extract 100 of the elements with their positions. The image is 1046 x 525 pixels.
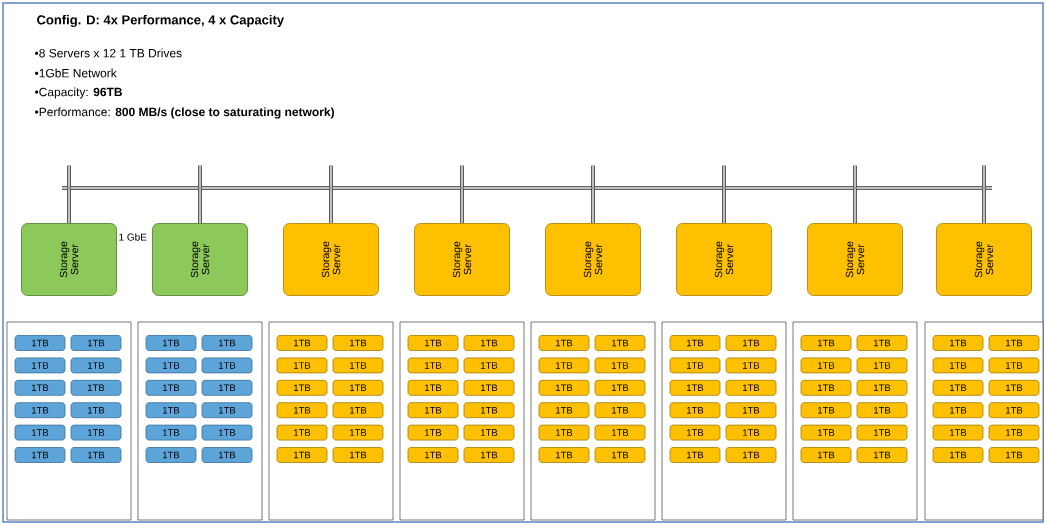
server-box: Storage Server [936, 223, 1032, 296]
drive-box: 1TB [800, 424, 852, 441]
drive-box: 1TB [463, 379, 515, 396]
drive-box: 1TB [725, 335, 777, 351]
drive-box: 1TB [725, 379, 777, 396]
drive-box: 1TB [70, 335, 122, 351]
drive-box: 1TB [276, 402, 328, 419]
drive-box: 1TB [800, 357, 852, 374]
title: Config. D: 4x Performance, 4 x Capacity [37, 14, 284, 28]
drive-box: 1TB [70, 357, 122, 374]
drive-box: 1TB [538, 447, 590, 463]
drive-box: 1TB [463, 424, 515, 441]
drive-box: 1TB [669, 447, 721, 463]
drive-box: 1TB [463, 402, 515, 419]
network-cable [591, 164, 595, 225]
drive-box: 1TB [276, 424, 328, 441]
drive-box: 1TB [145, 424, 197, 441]
drive-box: 1TB [669, 335, 721, 351]
drive-box: 1TB [332, 357, 384, 374]
drive-box: 1TB [725, 424, 777, 441]
drive-box: 1TB [407, 424, 459, 441]
drive-box: 1TB [407, 357, 459, 374]
drive-box: 1TB [463, 447, 515, 463]
server-box: Storage Server [152, 223, 248, 296]
drive-box: 1TB [276, 357, 328, 374]
drive-box: 1TB [538, 357, 590, 374]
drive-box: 1TB [332, 379, 384, 396]
server-box: Storage Server [545, 223, 641, 296]
server-box: Storage Server [21, 223, 117, 296]
drive-box: 1TB [407, 447, 459, 463]
drive-box: 1TB [856, 379, 908, 396]
drive-box: 1TB [14, 335, 66, 351]
server-box: Storage Server [283, 223, 379, 296]
drive-box: 1TB [800, 379, 852, 396]
drive-box: 1TB [70, 424, 122, 441]
drive-box: 1TB [14, 357, 66, 374]
drive-box: 1TB [70, 402, 122, 419]
drive-box: 1TB [145, 379, 197, 396]
drive-box: 1TB [332, 424, 384, 441]
drive-box: 1TB [856, 447, 908, 463]
drive-box: 1TB [14, 447, 66, 463]
drive-box: 1TB [332, 447, 384, 463]
drive-box: 1TB [332, 402, 384, 419]
drive-box: 1TB [14, 424, 66, 441]
drive-box: 1TB [407, 379, 459, 396]
drive-box: 1TB [463, 357, 515, 374]
drive-box: 1TB [932, 447, 984, 463]
network-cable [329, 164, 333, 225]
drive-box: 1TB [725, 357, 777, 374]
drive-box: 1TB [669, 357, 721, 374]
network-bus [60, 186, 994, 190]
server-box: Storage Server [807, 223, 903, 296]
drive-box: 1TB [463, 335, 515, 351]
drive-box: 1TB [669, 379, 721, 396]
drive-box: 1TB [594, 447, 646, 463]
drive-box: 1TB [407, 335, 459, 351]
network-cable [853, 164, 857, 225]
drive-box: 1TB [201, 402, 253, 419]
drive-box: 1TB [932, 379, 984, 396]
drive-box: 1TB [988, 357, 1040, 374]
drive-box: 1TB [594, 357, 646, 374]
drive-box: 1TB [332, 335, 384, 351]
drive-box: 1TB [538, 379, 590, 396]
drive-box: 1TB [800, 335, 852, 351]
drive-box: 1TB [201, 335, 253, 351]
drive-box: 1TB [276, 447, 328, 463]
drive-box: 1TB [725, 447, 777, 463]
drive-box: 1TB [669, 402, 721, 419]
drive-box: 1TB [201, 379, 253, 396]
drive-box: 1TB [14, 379, 66, 396]
drive-box: 1TB [145, 402, 197, 419]
drive-box: 1TB [538, 402, 590, 419]
drive-box: 1TB [988, 402, 1040, 419]
network-cable [198, 164, 202, 225]
network-cable [722, 164, 726, 225]
drive-box: 1TB [145, 447, 197, 463]
drive-box: 1TB [70, 447, 122, 463]
drive-box: 1TB [932, 424, 984, 441]
drive-box: 1TB [70, 379, 122, 396]
drive-box: 1TB [145, 335, 197, 351]
drive-box: 1TB [856, 402, 908, 419]
drive-box: 1TB [856, 424, 908, 441]
drive-box: 1TB [800, 447, 852, 463]
drive-box: 1TB [856, 357, 908, 374]
drive-box: 1TB [594, 379, 646, 396]
drive-box: 1TB [988, 447, 1040, 463]
drive-box: 1TB [856, 335, 908, 351]
drive-box: 1TB [201, 424, 253, 441]
drive-box: 1TB [14, 402, 66, 419]
drive-box: 1TB [988, 335, 1040, 351]
drive-box: 1TB [932, 335, 984, 351]
drive-box: 1TB [538, 424, 590, 441]
drive-box: 1TB [988, 424, 1040, 441]
bullet-text: •Performance: 800 MB/s (close to saturating network) [35, 107, 334, 119]
drive-box: 1TB [669, 424, 721, 441]
network-cable [982, 164, 986, 225]
server-box: Storage Server [676, 223, 772, 296]
drive-box: 1TB [276, 379, 328, 396]
drive-box: 1TB [988, 379, 1040, 396]
drive-box: 1TB [276, 335, 328, 351]
